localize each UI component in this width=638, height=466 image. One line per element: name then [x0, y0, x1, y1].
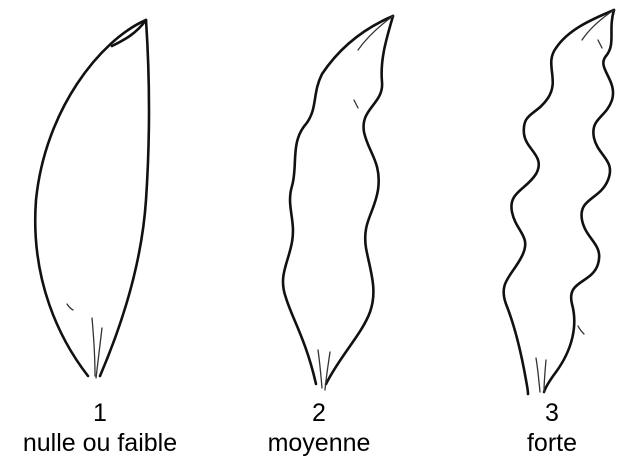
caption-3-label: forte [452, 428, 638, 458]
leaf-2-midrib [318, 350, 322, 388]
leaf-2-stalk-line [325, 352, 330, 390]
leaf-3-vein-mark-2 [598, 40, 602, 48]
caption-2-number: 2 [219, 398, 419, 428]
leaf-3-tip-curl [582, 10, 614, 40]
leaf-1-outline-left [35, 20, 146, 376]
leaf-1-outline-right [100, 20, 149, 376]
caption-1: 1 nulle ou faible [0, 398, 200, 458]
leaf-1-vein-mark [67, 304, 73, 310]
caption-3-number: 3 [452, 398, 638, 428]
leaf-1-tip [112, 20, 146, 46]
caption-2-label: moyenne [219, 428, 419, 458]
caption-1-number: 1 [0, 398, 200, 428]
leaf-2-outline-right [326, 16, 393, 384]
leaf-2-drawing [283, 16, 393, 390]
leaf-1-midrib [92, 318, 95, 376]
leaf-3-outline-left [504, 10, 614, 394]
caption-1-label: nulle ou faible [0, 428, 200, 458]
caption-2: 2 moyenne [219, 398, 419, 458]
leaf-drawings [0, 0, 638, 400]
leaf-2-vein-mark [354, 100, 358, 108]
caption-3: 3 forte [452, 398, 638, 458]
leaf-3-vein-mark-1 [578, 326, 584, 334]
leaf-1-drawing [35, 20, 149, 378]
leaf-3-midrib [536, 358, 540, 392]
leaf-3-outline-right [544, 10, 614, 392]
leaf-3-drawing [504, 10, 614, 394]
